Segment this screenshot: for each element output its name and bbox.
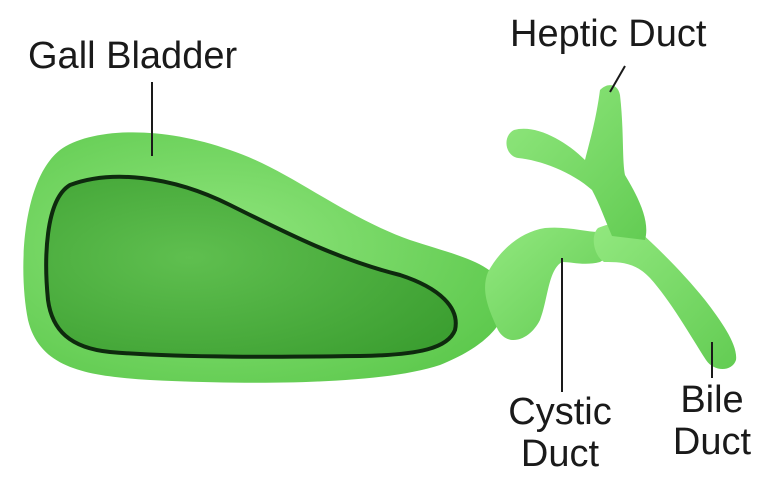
bile-duct-label: Bile Duct — [660, 380, 764, 464]
cystic-duct-label-line1: Cystic — [490, 392, 630, 434]
heptic-duct-shape — [506, 85, 646, 240]
cystic-duct-label: Cystic Duct — [490, 392, 630, 476]
heptic-duct-label: Heptic Duct — [510, 14, 706, 56]
cystic-duct-label-line2: Duct — [490, 434, 630, 476]
gall-bladder-label: Gall Bladder — [28, 36, 237, 78]
bile-duct-label-line1: Bile — [660, 380, 764, 422]
heptic-duct-leader — [610, 66, 625, 92]
bile-duct-shape — [594, 223, 736, 369]
cystic-duct-shape — [485, 228, 609, 340]
bile-duct-label-line2: Duct — [660, 422, 764, 464]
